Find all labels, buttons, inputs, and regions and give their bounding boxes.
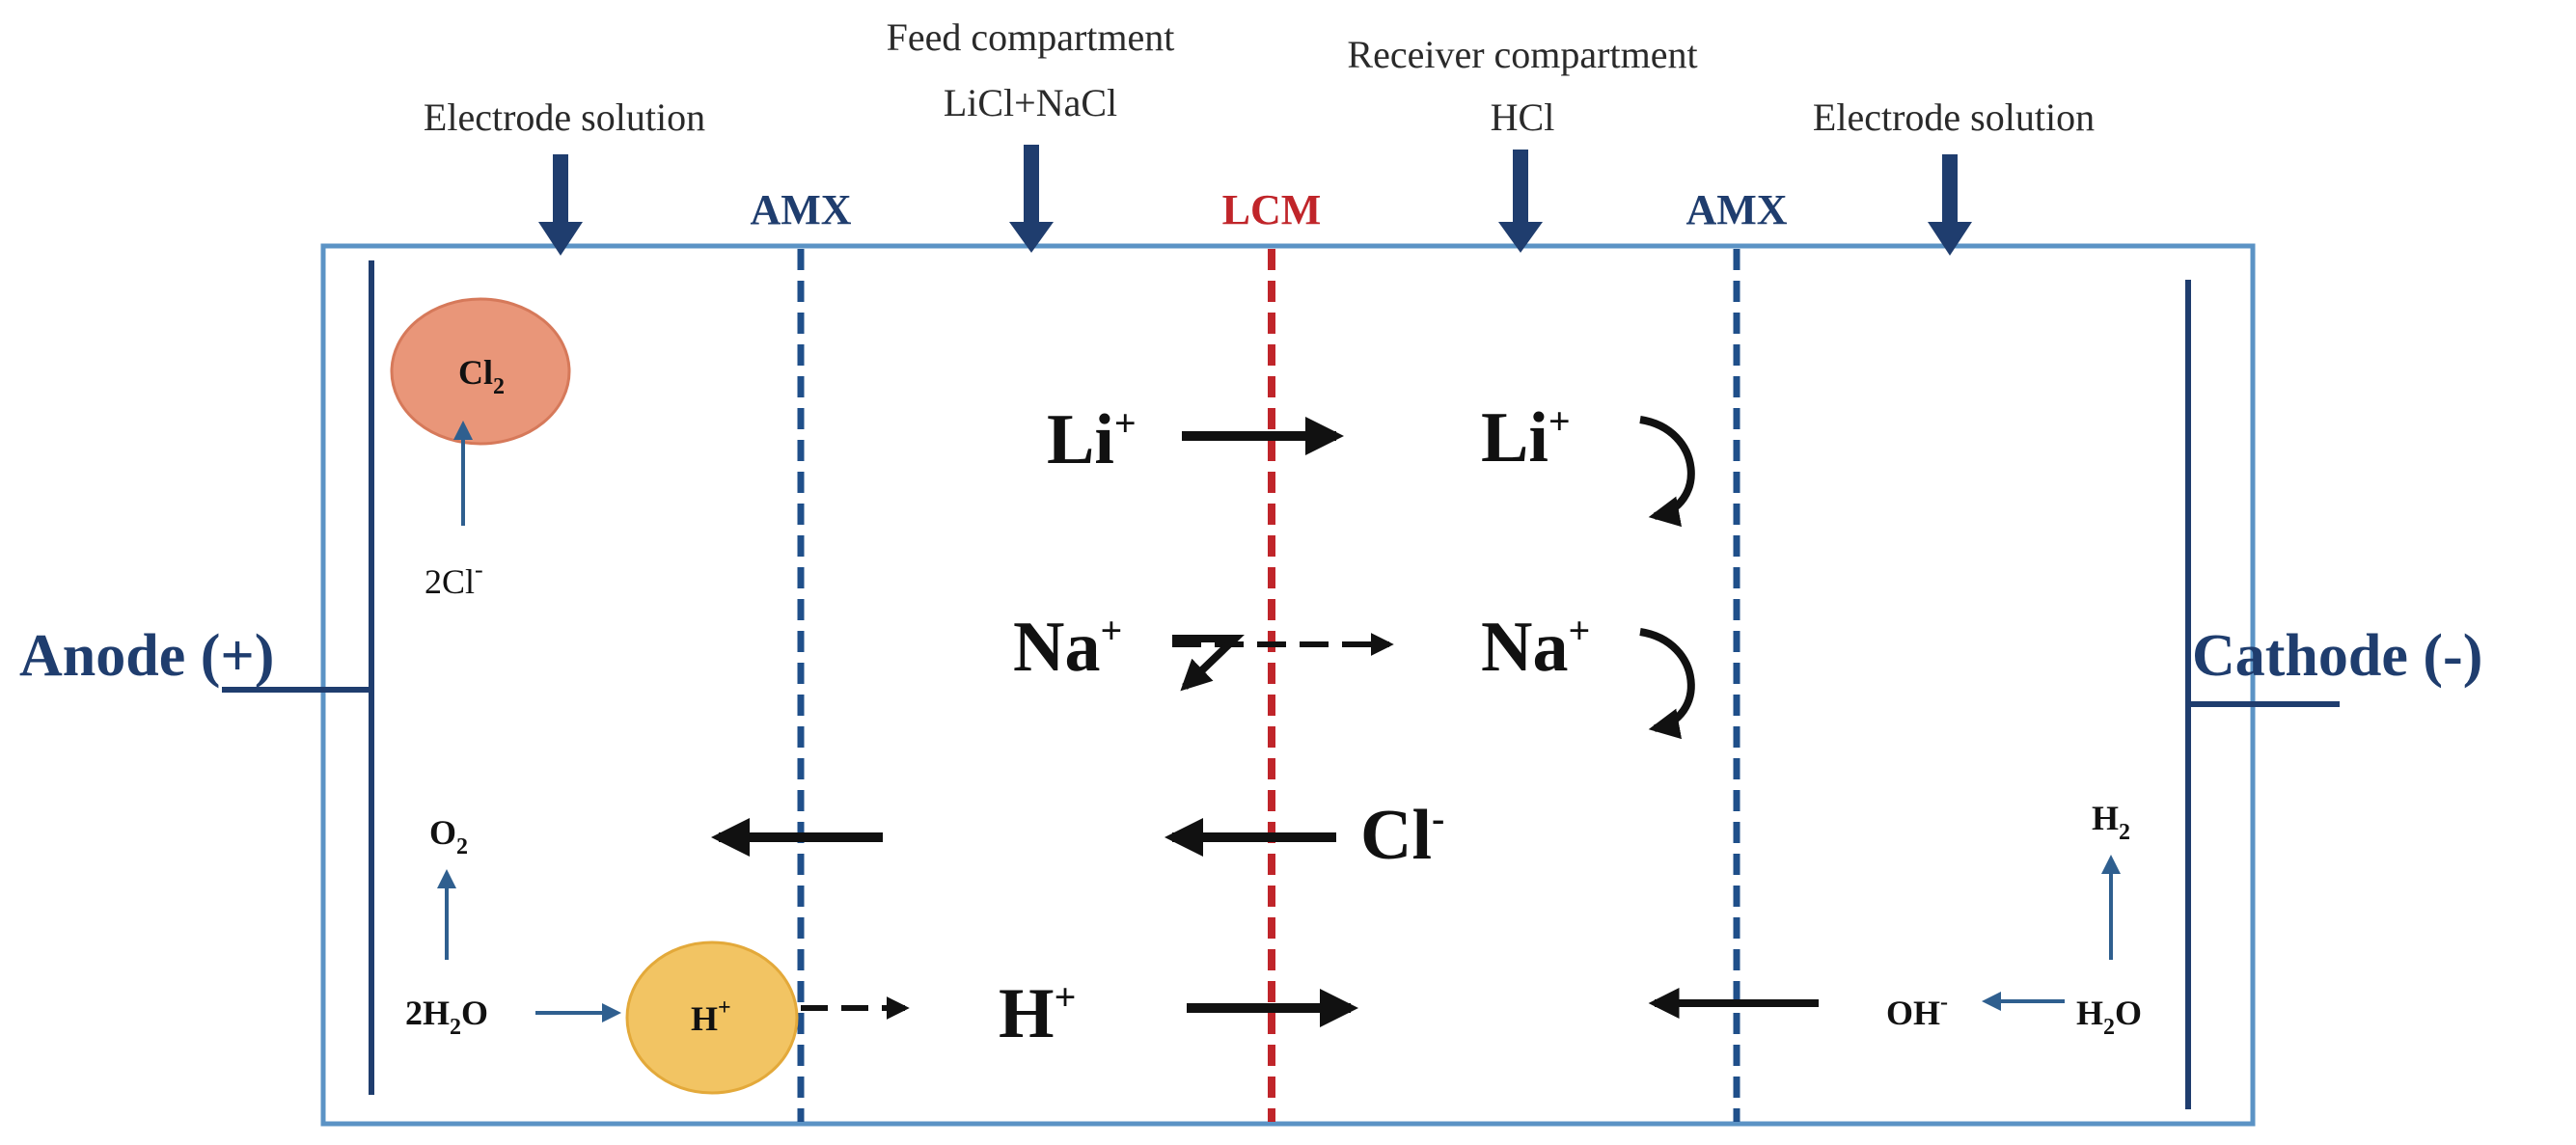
arrow-na-curl — [1639, 628, 1695, 740]
transport-arrows — [711, 416, 1819, 1027]
header-receiver-line1: Receiver compartment — [1347, 33, 1697, 76]
cathode-electrode — [2185, 280, 2340, 1109]
o2-label: O2 — [429, 813, 468, 859]
inlet-arrow-receiver — [1498, 150, 1543, 253]
h-plus-anode-label: H+ — [691, 995, 731, 1038]
h2-label: H2 — [2092, 799, 2130, 845]
na-feed-label: Na+ — [1013, 608, 1122, 687]
header-feed-line1: Feed compartment — [887, 15, 1175, 59]
cell-frame — [320, 243, 2256, 1127]
header-receiver-line2: HCl — [1491, 95, 1555, 139]
header-left-electrode: Electrode solution — [424, 95, 705, 139]
inlet-arrow-feed — [1009, 145, 1054, 253]
cl-receiver-label: Cl- — [1360, 796, 1444, 875]
arrow-na-rejection — [1172, 635, 1245, 692]
h-plus-bubble — [625, 941, 799, 1095]
membrane-label-amx-right: AMX — [1685, 186, 1787, 233]
h2o-cathode-label: H2O — [2076, 994, 2142, 1040]
membrane-label-amx-left: AMX — [750, 186, 851, 233]
inlet-arrow-cathode — [1928, 154, 1972, 256]
oh-label: OH- — [1886, 990, 1948, 1032]
cl2-label: Cl2 — [458, 353, 505, 399]
na-receiver-label: Na+ — [1481, 608, 1590, 687]
anode-label: Anode (+) — [19, 623, 274, 689]
two-cl-label: 2Cl- — [425, 556, 483, 601]
li-receiver-label: Li+ — [1481, 398, 1571, 477]
li-feed-label: Li+ — [1047, 400, 1137, 479]
h-feed-label: H+ — [999, 974, 1076, 1053]
header-right-electrode: Electrode solution — [1813, 95, 2095, 139]
membrane-label-lcm: LCM — [1222, 186, 1322, 233]
inlet-arrows — [538, 145, 1972, 256]
cl2-bubble — [390, 297, 571, 446]
inlet-arrow-anode — [538, 154, 583, 256]
arrow-li-curl — [1639, 416, 1695, 528]
header-feed-line2: LiCl+NaCl — [944, 81, 1117, 124]
cathode-label: Cathode (-) — [2192, 623, 2482, 689]
two-h2o-label: 2H2O — [405, 994, 488, 1040]
anode-electrode — [222, 260, 374, 1095]
